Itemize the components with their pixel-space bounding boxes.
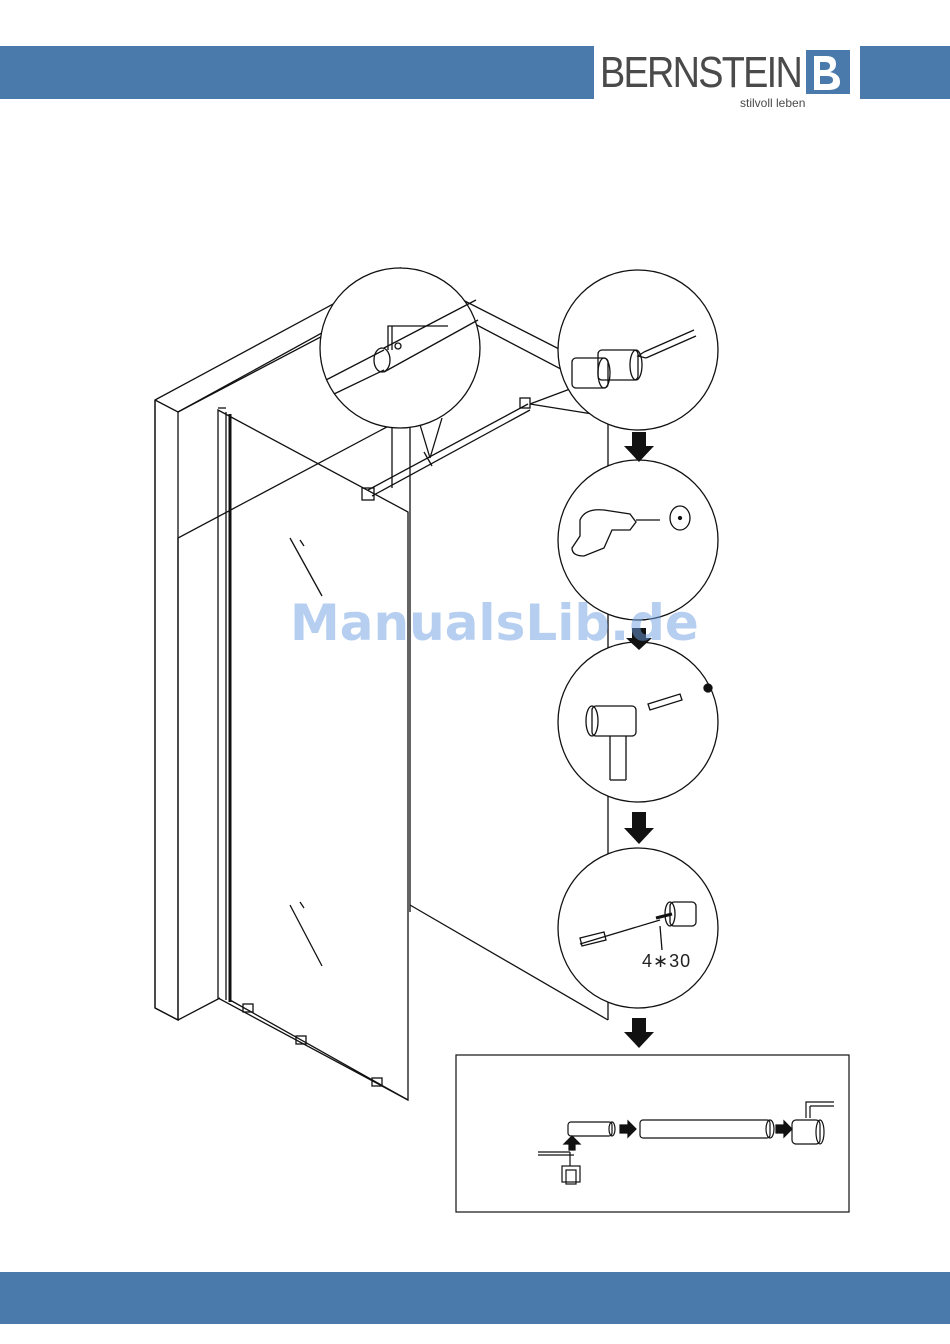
detail-circle-pencil <box>558 270 718 430</box>
detail-circle-dowel <box>558 642 718 802</box>
watermark: ManualsLib.de <box>290 594 699 652</box>
exploded-parts-box <box>456 1055 849 1212</box>
footer-band <box>0 1272 950 1324</box>
detail-circle-hex-key <box>320 268 480 428</box>
detail-circle-screwdriver <box>558 848 718 1008</box>
glass-panel <box>218 408 408 1100</box>
screw-size-label: 4∗30 <box>642 951 691 972</box>
